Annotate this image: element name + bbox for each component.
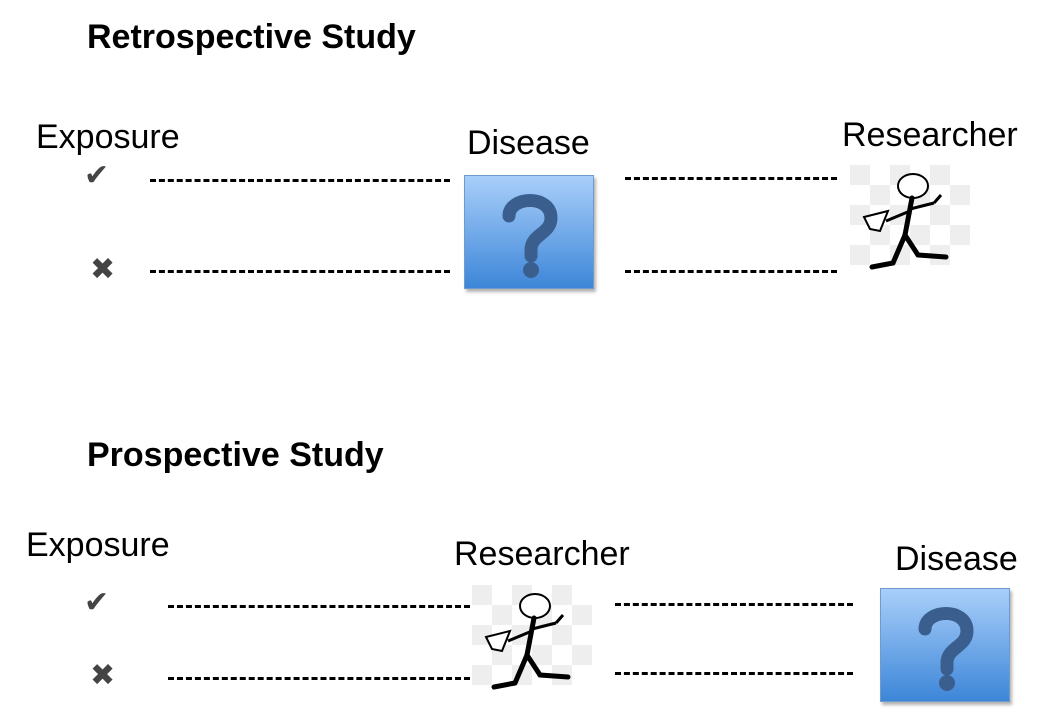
retrospective-line-exposed-right (625, 177, 837, 180)
retrospective-exposure-label: Exposure (36, 118, 180, 156)
retrospective-cross-icon: ✖ (90, 252, 116, 287)
question-mark-icon (918, 607, 974, 691)
retrospective-line-unexposed-left (150, 270, 450, 273)
prospective-line-exposed-left (168, 605, 470, 608)
stick-figure-icon (850, 165, 970, 270)
prospective-researcher-figure (472, 585, 592, 700)
retrospective-line-exposed-left (150, 179, 450, 182)
prospective-disease-box (880, 588, 1010, 702)
prospective-cross-icon: ✖ (90, 658, 116, 693)
retrospective-researcher-label: Researcher (842, 116, 1018, 154)
retrospective-researcher-figure (850, 165, 970, 280)
prospective-line-exposed-right (615, 603, 853, 606)
prospective-disease-label: Disease (895, 540, 1018, 578)
prospective-title: Prospective Study (87, 436, 384, 474)
retrospective-check-icon: ✔ (84, 158, 110, 193)
prospective-line-unexposed-right (615, 672, 853, 675)
retrospective-title: Retrospective Study (87, 18, 416, 56)
prospective-check-icon: ✔ (84, 585, 110, 620)
prospective-researcher-label: Researcher (454, 535, 630, 573)
prospective-line-unexposed-left (168, 677, 470, 680)
question-mark-icon (502, 194, 558, 278)
retrospective-line-unexposed-right (625, 270, 837, 273)
stick-figure-icon (472, 585, 592, 690)
retrospective-disease-label: Disease (467, 124, 590, 162)
retrospective-disease-box (464, 175, 594, 289)
prospective-exposure-label: Exposure (26, 526, 170, 564)
